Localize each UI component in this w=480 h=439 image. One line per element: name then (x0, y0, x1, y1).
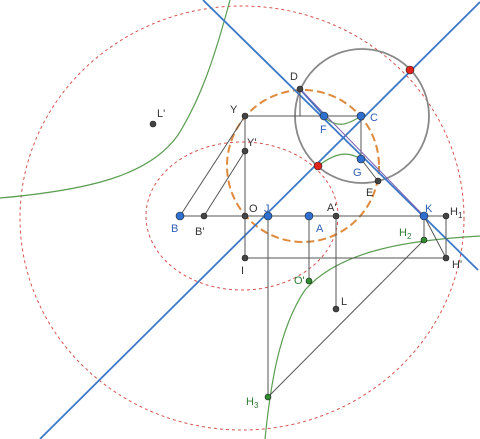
point-b[interactable] (175, 211, 185, 221)
segment-K-Hp (423, 215, 447, 259)
point-c[interactable] (356, 111, 366, 121)
point-i[interactable] (241, 254, 249, 262)
point-r2[interactable] (313, 161, 323, 171)
point-lp[interactable] (149, 120, 157, 128)
point-label-a: A (316, 223, 324, 235)
point-label-subscript: 3 (254, 401, 259, 410)
point-h2[interactable] (420, 236, 428, 244)
green-hyperbola-branch-bottom (264, 235, 480, 439)
point-label-hp: H' (452, 259, 462, 271)
point-e[interactable] (374, 177, 382, 185)
point-label-yp: Y' (247, 137, 256, 149)
point-label-bp: B' (195, 226, 204, 238)
point-d[interactable] (296, 85, 304, 93)
point-h1[interactable] (442, 212, 450, 220)
point-label-subscript: 1 (458, 211, 463, 220)
point-label-d: D (290, 71, 298, 83)
point-label-b: B (171, 223, 178, 235)
point-op[interactable] (305, 277, 313, 285)
point-bp[interactable] (200, 212, 208, 220)
point-label-y: Y (230, 104, 238, 116)
point-l[interactable] (332, 305, 340, 313)
blue-line-descending (202, 0, 479, 271)
point-f[interactable] (319, 111, 329, 121)
point-label-l: L (341, 296, 347, 308)
blue-line-steep (39, 1, 480, 439)
point-label-j: J (264, 203, 270, 215)
point-o[interactable] (241, 212, 249, 220)
point-label-ap: A' (327, 202, 336, 214)
point-label-subscript: 2 (407, 232, 412, 241)
point-h3[interactable] (264, 393, 272, 401)
point-a[interactable] (304, 211, 314, 221)
gray-segments (179, 89, 447, 398)
segment-Y-B (179, 115, 246, 217)
points-layer (149, 65, 450, 401)
point-ap[interactable] (332, 212, 340, 220)
point-label-lp: L' (157, 108, 165, 120)
point-k[interactable] (419, 211, 429, 221)
green-hyperbola-branch-left (0, 0, 231, 199)
point-label-i: I (241, 265, 244, 277)
point-j[interactable] (263, 211, 273, 221)
point-label-op: O' (294, 275, 305, 287)
point-label-k: K (425, 203, 433, 215)
point-g[interactable] (356, 154, 366, 164)
point-label-e: E (366, 187, 373, 199)
point-label-f: F (320, 124, 327, 136)
purple-helper-segment (299, 88, 425, 217)
large-red-dashed-circle (19, 5, 465, 431)
segment-Yp-Bp (203, 150, 246, 217)
point-label-g: G (353, 167, 362, 179)
point-label-o: O (249, 203, 258, 215)
segment-G-E (360, 158, 379, 182)
point-hp[interactable] (442, 254, 450, 262)
point-label-c: C (370, 112, 378, 124)
point-y[interactable] (241, 112, 249, 120)
orange-dashed-circle (226, 89, 380, 243)
segment-H3-H2 (267, 239, 425, 398)
point-yp[interactable] (241, 147, 249, 155)
point-r1[interactable] (405, 65, 415, 75)
